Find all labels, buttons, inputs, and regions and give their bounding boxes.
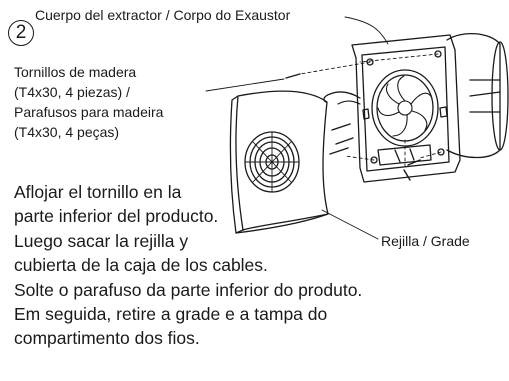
instruction-line: Aflojar el tornillo en la xyxy=(14,182,182,202)
impeller xyxy=(377,75,433,137)
instruction-line: Luego sacar la rejilla y xyxy=(14,230,189,251)
instruction-line: cubierta de la caja de los cables. xyxy=(14,255,268,276)
screws-label-line: (T4x30, 4 piezas) / xyxy=(14,84,130,100)
screws-label-line: (T4x30, 4 peças) xyxy=(14,124,120,140)
instruction-line: compartimento dos fios. xyxy=(14,328,200,349)
fan-duct xyxy=(446,33,509,159)
grille-leader-line xyxy=(321,209,379,240)
front-grille xyxy=(229,90,329,234)
wood-screws xyxy=(285,73,421,181)
screws-label-line: Tornillos de madera xyxy=(14,64,137,80)
screws-label-line: Parafusos para madeira xyxy=(14,104,164,120)
power-cable xyxy=(323,91,361,103)
instruction-line: Em seguida, retire a grade e a tampa do xyxy=(14,304,328,325)
wood-screws-label: Tornillos de madera (T4x30, 4 piezas) / … xyxy=(14,62,163,142)
instruction-line: parte inferior del producto. xyxy=(14,206,219,227)
instruction-text: Aflojar el tornillo en la parte inferior… xyxy=(14,180,362,351)
step-number-badge: 2 xyxy=(8,20,34,46)
body-leader-line xyxy=(344,16,389,45)
instruction-line: Solte o parafuso da parte inferior do pr… xyxy=(14,279,363,300)
grille-label: Rejilla / Grade xyxy=(381,233,470,249)
screws-leader-line xyxy=(205,78,285,92)
alignment-lines xyxy=(299,53,442,169)
extractor-body-label: Cuerpo del extractor / Corpo do Exaustor xyxy=(35,7,291,23)
